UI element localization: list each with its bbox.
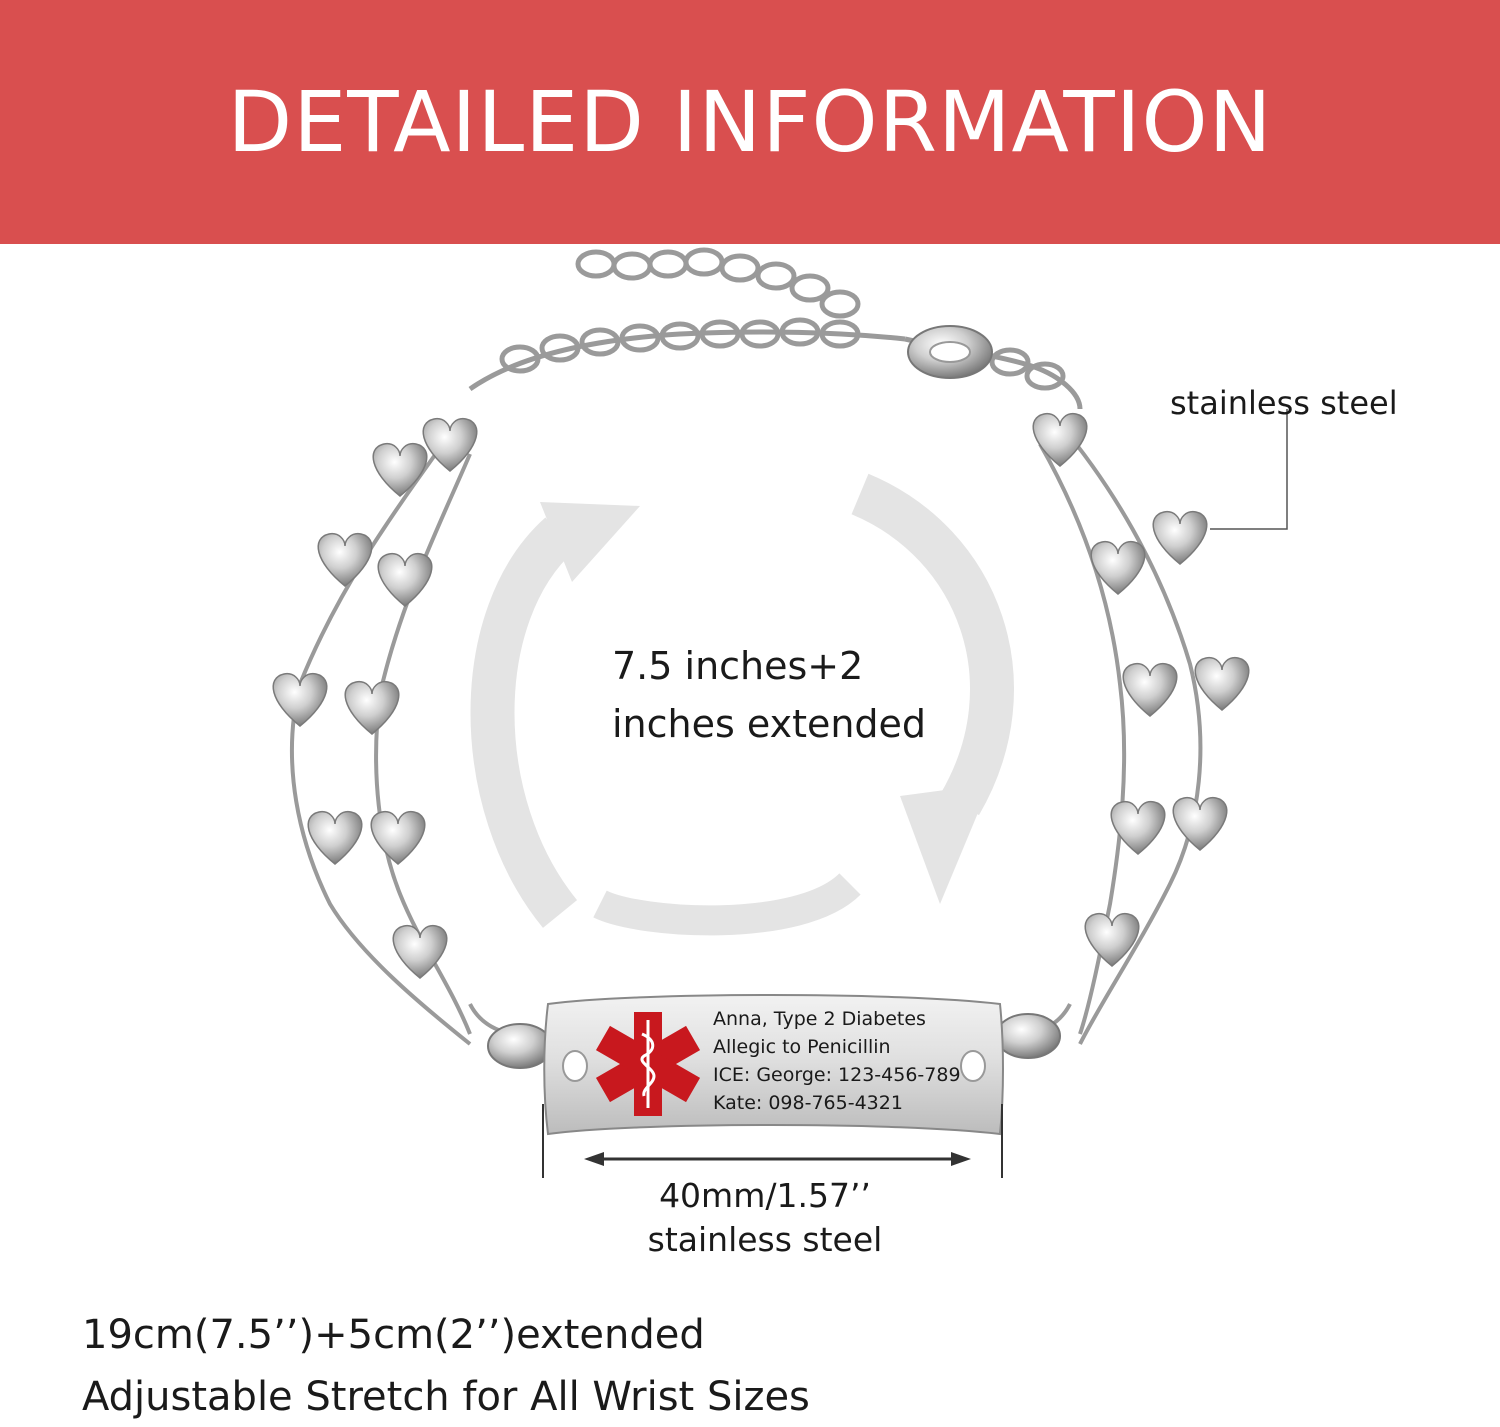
footer-length: 19cm(7.5’’)+5cm(2’’)extended [82, 1312, 705, 1358]
lobster-clasp-icon [907, 325, 993, 379]
material-leader-line [1210, 409, 1288, 530]
size-line-2: inches extended [612, 702, 927, 746]
size-callout: 7.5 inches+2 inches extended [612, 637, 926, 753]
banner-title: DETAILED INFORMATION [227, 73, 1273, 171]
tag-dimension-label: 40mm/1.57’’ stainless steel [560, 1174, 970, 1262]
material-callout: stainless steel [1170, 384, 1398, 422]
footer-adjustable: Adjustable Stretch for All Wrist Sizes [82, 1374, 810, 1420]
tag-line-2: Allegic to Penicillin [713, 1036, 891, 1058]
tag-line-4: Kate: 098-765-4321 [713, 1092, 903, 1114]
tag-hole-right [960, 1050, 986, 1082]
star-of-life-icon [595, 1012, 701, 1116]
size-line-1: 7.5 inches+2 [612, 644, 864, 688]
header-banner: DETAILED INFORMATION [0, 0, 1500, 244]
bracelet-illustration [272, 247, 1288, 1178]
width-dimension [542, 1104, 1003, 1178]
right-clasp-icon [995, 1013, 1061, 1059]
tag-hole-left [562, 1050, 588, 1082]
extender-chain [468, 247, 1083, 410]
tag-line-1: Anna, Type 2 Diabetes [713, 1008, 926, 1030]
adjust-arrows-icon [470, 473, 1014, 936]
product-stage: stainless steel 7.5 inches+2 inches exte… [0, 244, 1500, 1427]
tag-line-3: ICE: George: 123-456-789 [713, 1064, 961, 1086]
left-clasp-icon [487, 1023, 553, 1069]
right-heart-strands [1038, 422, 1203, 1045]
tag-width: 40mm/1.57’’ [659, 1176, 871, 1215]
tag-material: stainless steel [647, 1220, 883, 1259]
